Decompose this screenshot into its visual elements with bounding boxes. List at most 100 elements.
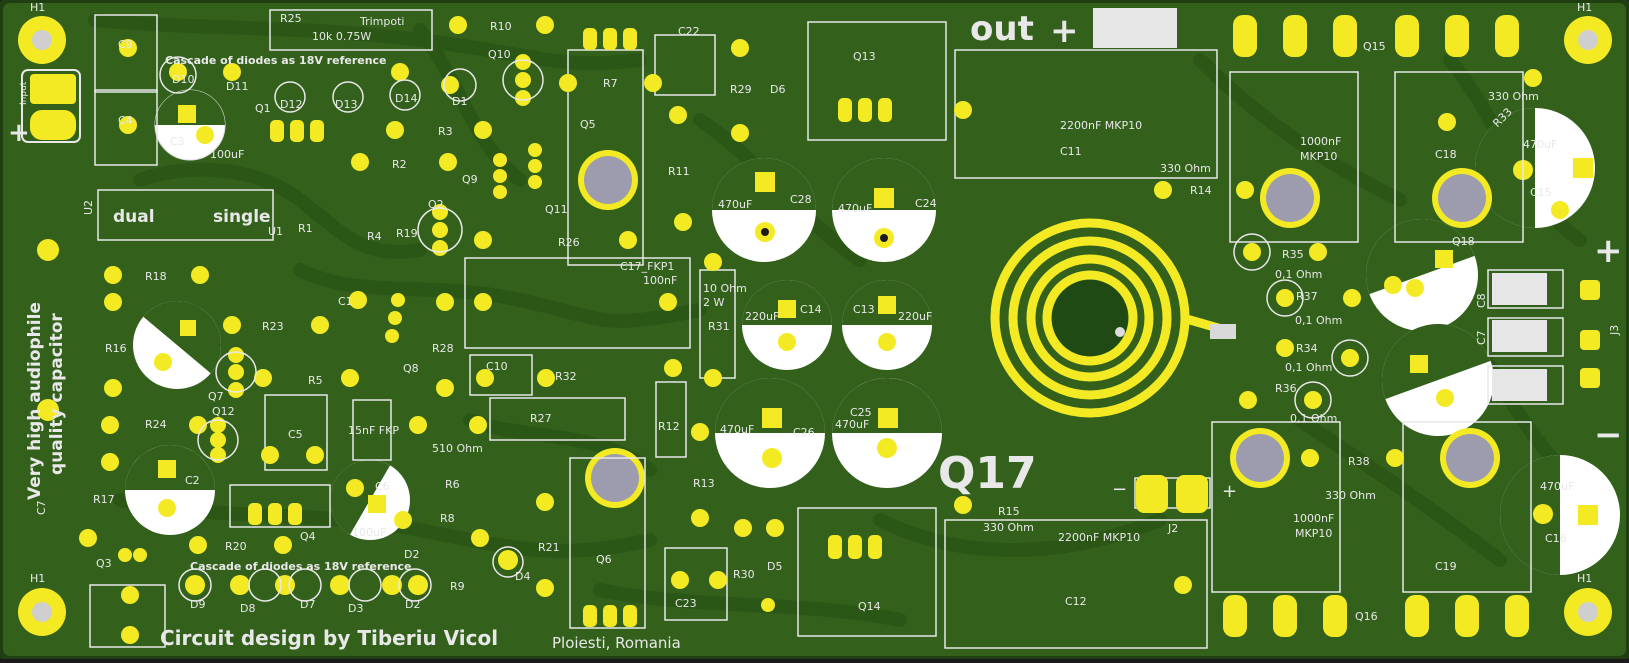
label-d13: D13 bbox=[335, 98, 357, 111]
label-c7: C7 bbox=[35, 500, 48, 515]
label-c26-value: 470uF bbox=[720, 423, 754, 436]
label-r2: R2 bbox=[392, 158, 407, 171]
label-h1-tl: H1 bbox=[30, 1, 45, 14]
to92-outlines bbox=[159, 56, 1369, 602]
label-r18: R18 bbox=[145, 270, 167, 283]
label-c15-value: 470uF bbox=[1523, 138, 1557, 151]
cap-c7b bbox=[1382, 324, 1494, 436]
label-q14: Q14 bbox=[858, 600, 881, 613]
cap-c2 bbox=[125, 445, 215, 535]
label-r15-value: 330 Ohm bbox=[983, 521, 1034, 534]
cascade-bottom-text: Cascade of diodes as 18V reference bbox=[190, 560, 412, 573]
mount-hole-br bbox=[1564, 588, 1612, 636]
out-label: out bbox=[970, 9, 1034, 49]
label-c16-value: 470uF bbox=[1540, 480, 1574, 493]
label-r36: R36 bbox=[1275, 382, 1297, 395]
label-q18: Q18 bbox=[1452, 235, 1475, 248]
label-c15: C15 bbox=[1530, 186, 1552, 199]
label-c28-value: 470uF bbox=[718, 198, 752, 211]
silkscreen-labels: H1 H1 H1 H1 C9 C4 C3 100uF R25 R10 Q10 C… bbox=[30, 1, 1621, 623]
label-c18-value: 1000nF bbox=[1300, 135, 1341, 148]
label-d6: D6 bbox=[770, 83, 785, 96]
label-d3: D3 bbox=[348, 602, 363, 615]
label-q10: Q10 bbox=[488, 48, 511, 61]
label-q1: Q1 bbox=[255, 102, 271, 115]
label-d2a: D2 bbox=[404, 548, 419, 561]
label-d7: D7 bbox=[300, 598, 315, 611]
label-c15nf: 15nF FKP bbox=[348, 424, 399, 437]
label-c11-value: 2200nF MKP10 bbox=[1060, 119, 1142, 132]
label-j2: J2 bbox=[1167, 522, 1178, 535]
inductor-spiral bbox=[990, 218, 1236, 418]
label-r38-value: 330 Ohm bbox=[1325, 489, 1376, 502]
label-r20: R20 bbox=[225, 540, 247, 553]
label-c3-value: 100uF bbox=[210, 148, 244, 161]
small-pads bbox=[37, 16, 1569, 644]
label-c18: C18 bbox=[1435, 148, 1457, 161]
label-q5: Q5 bbox=[580, 118, 596, 131]
label-c14: C14 bbox=[800, 303, 822, 316]
label-r14: R14 bbox=[1190, 184, 1212, 197]
input-label: Input bbox=[19, 81, 29, 105]
label-r27: R27 bbox=[530, 412, 552, 425]
label-r38: R38 bbox=[1348, 455, 1370, 468]
mount-hole-bl bbox=[18, 588, 66, 636]
label-r21: R21 bbox=[538, 541, 560, 554]
label-c26: C26 bbox=[793, 426, 815, 439]
q17-label: Q17 bbox=[938, 448, 1037, 499]
label-r19: R19 bbox=[396, 227, 418, 240]
mount-hole-tl bbox=[18, 16, 66, 64]
label-r34-value: 0,1 Ohm bbox=[1285, 361, 1332, 374]
mount-hole-tr bbox=[1564, 16, 1612, 64]
label-r12: R12 bbox=[658, 420, 680, 433]
single-label: single bbox=[213, 207, 271, 227]
label-q13: Q13 bbox=[853, 50, 876, 63]
label-c12-value: 2200nF MKP10 bbox=[1058, 531, 1140, 544]
label-r30: R30 bbox=[733, 568, 755, 581]
cap-c26 bbox=[715, 378, 825, 488]
label-r9: R9 bbox=[450, 580, 465, 593]
label-c5: C5 bbox=[288, 428, 303, 441]
cap-c14 bbox=[742, 280, 832, 370]
label-r31-value1: 10 Ohm bbox=[703, 282, 747, 295]
label-d5: D5 bbox=[767, 560, 782, 573]
label-c19: C19 bbox=[1435, 560, 1457, 573]
label-j3: J3 bbox=[1608, 325, 1621, 336]
label-c19-value: 1000nF bbox=[1293, 512, 1334, 525]
label-c1: C1 bbox=[338, 295, 353, 308]
label-r31: R31 bbox=[708, 320, 730, 333]
label-r37: R37 bbox=[1296, 290, 1318, 303]
label-c6: C6 bbox=[375, 480, 390, 493]
label-r25: R25 bbox=[280, 12, 302, 25]
label-q3: Q3 bbox=[96, 557, 112, 570]
label-c2: C2 bbox=[185, 474, 200, 487]
out-plus: + bbox=[1050, 11, 1079, 51]
mounting-holes bbox=[18, 16, 1612, 636]
label-c16: C16 bbox=[1545, 532, 1567, 545]
label-c7b: C7 bbox=[1475, 330, 1488, 345]
location-text: Ploiesti, Romania bbox=[552, 634, 681, 652]
label-c13-value: 220uF bbox=[898, 310, 932, 323]
label-c28: C28 bbox=[790, 193, 812, 206]
label-q15: Q15 bbox=[1363, 40, 1386, 53]
label-h1-tr: H1 bbox=[1577, 1, 1592, 14]
cap-c25 bbox=[832, 378, 942, 488]
label-r28: R28 bbox=[432, 342, 454, 355]
label-c17: C17_FKP1 bbox=[620, 260, 674, 273]
trimpot-label: Trimpoti bbox=[359, 15, 404, 28]
cap-c16 bbox=[1500, 455, 1620, 575]
label-c9: C9 bbox=[118, 38, 133, 51]
plus-left: + bbox=[8, 118, 30, 148]
side-text-2: quality capacitor bbox=[47, 313, 67, 475]
label-r26: R26 bbox=[558, 236, 580, 249]
label-r1: R1 bbox=[298, 222, 313, 235]
label-r11: R11 bbox=[668, 165, 690, 178]
label-d14: D14 bbox=[395, 92, 417, 105]
silkscreen-titles: out + + − + − + Q17 Input Circuit design… bbox=[8, 9, 1623, 652]
label-u2: U2 bbox=[82, 200, 95, 215]
cap-c3 bbox=[154, 89, 226, 161]
cap-c24 bbox=[832, 158, 936, 262]
label-h1-br: H1 bbox=[1577, 572, 1592, 585]
j3-blocks bbox=[1492, 273, 1600, 401]
